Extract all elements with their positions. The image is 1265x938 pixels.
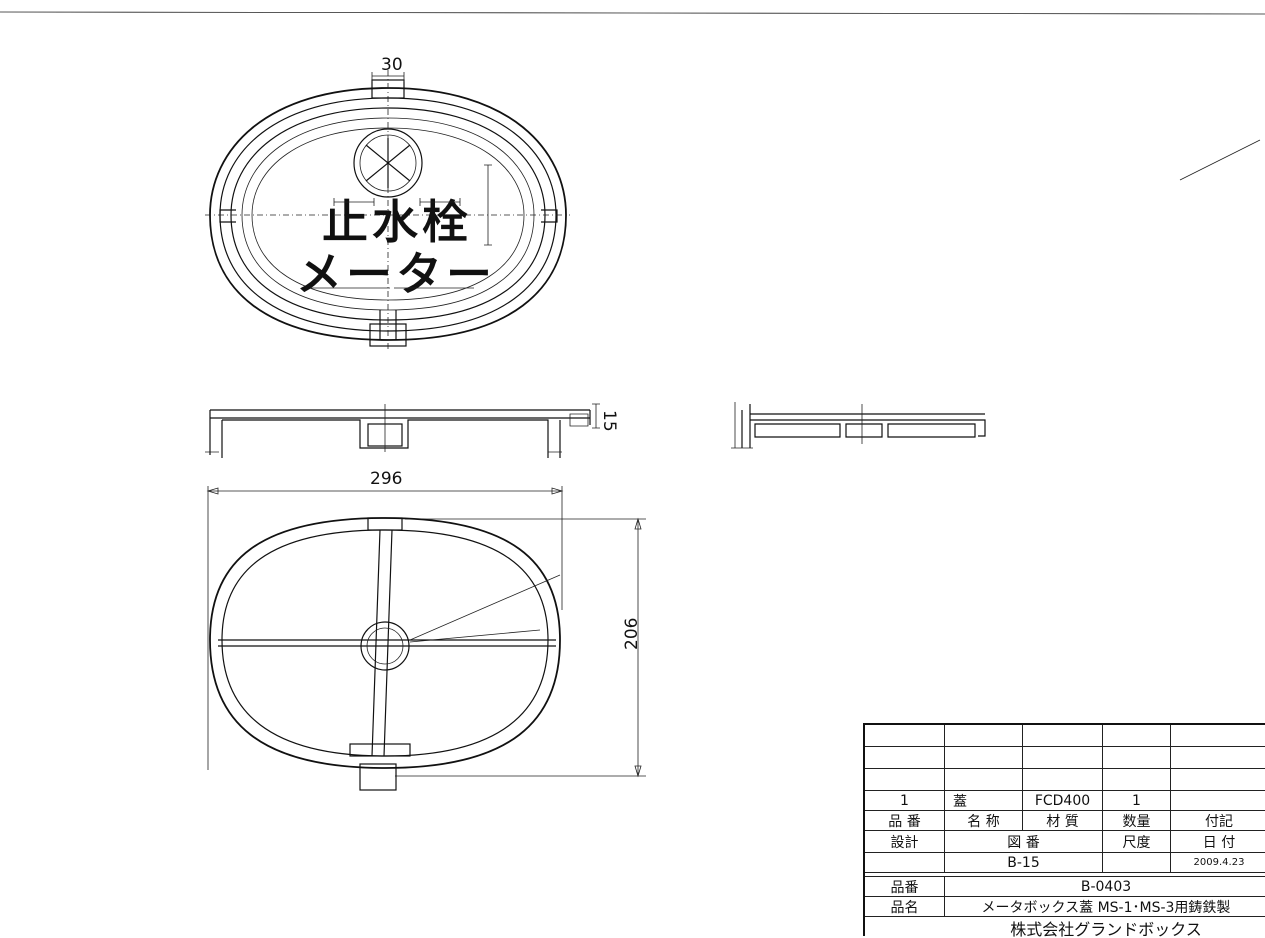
dim-overall-height: 206 [622, 618, 642, 650]
lid-char-5: ー [346, 247, 392, 301]
lid-char-1: 止 [322, 195, 368, 249]
bottom-view: 296 206 [206, 469, 646, 791]
dim-side-height: 15 [599, 410, 619, 432]
top-view: 止 水 栓 メ ー タ ー 30 [205, 55, 570, 350]
page-border-top [0, 11, 1265, 15]
product-no-row: 品番 B-0403 [865, 877, 1265, 897]
header-item-no: 品 番 [865, 811, 945, 830]
value-product-name: メータボックス蓋 MS-1･MS-3用鋳鉄製 [981, 899, 1231, 916]
cell-material: FCD400 [1023, 791, 1103, 810]
header-material: 材 質 [1023, 811, 1103, 830]
value-product-no: B-0403 [1080, 878, 1132, 895]
label-drawing-no: 図 番 [945, 831, 1103, 852]
value-date: 2009.4.23 [1193, 857, 1245, 868]
front-section-view: 15 [205, 403, 619, 458]
dim-top-width: 30 [381, 55, 403, 75]
label-product-name: 品名 [865, 897, 945, 916]
label-date: 日 付 [1202, 834, 1236, 851]
label-design: 設計 [865, 831, 945, 852]
label-product-no: 品番 [865, 877, 945, 896]
cell-quantity: 1 [1103, 791, 1171, 810]
design-row: 設計 図 番 尺度 日 付 [865, 831, 1265, 853]
title-block: 1 蓋 FCD400 1 品 番 名 称 材 質 数量 付記 設計 図 番 尺度… [863, 723, 1265, 938]
value-drawing-no: B-15 [945, 853, 1103, 872]
company-row: 株式会社グランドボックス [865, 917, 1265, 938]
values-row: B-15 2009.4.23 [865, 853, 1265, 873]
cell-item-no: 1 [865, 791, 945, 810]
company-name: 株式会社グランドボックス [1010, 919, 1202, 938]
scan-mark [1179, 139, 1261, 181]
revision-row [865, 769, 1265, 791]
label-scale: 尺度 [1103, 831, 1171, 852]
header-quantity: 数量 [1103, 811, 1171, 830]
header-name: 名 称 [945, 811, 1023, 830]
product-name-row: 品名 メータボックス蓋 MS-1･MS-3用鋳鉄製 [865, 897, 1265, 917]
header-row: 品 番 名 称 材 質 数量 付記 [865, 811, 1265, 831]
parts-row: 1 蓋 FCD400 1 [865, 791, 1265, 811]
lid-char-4: メ [296, 247, 342, 301]
cell-note [1171, 791, 1265, 810]
revision-row [865, 747, 1265, 769]
lid-char-7: ー [446, 247, 492, 301]
cell-part-name: 蓋 [945, 791, 1023, 810]
dim-overall-width: 296 [370, 469, 402, 489]
lid-char-3: 栓 [422, 195, 468, 249]
lid-char-2: 水 [372, 195, 418, 249]
lid-char-6: タ [396, 247, 442, 301]
side-section-view [731, 402, 986, 449]
revision-row [865, 725, 1265, 747]
header-note: 付記 [1205, 813, 1233, 830]
